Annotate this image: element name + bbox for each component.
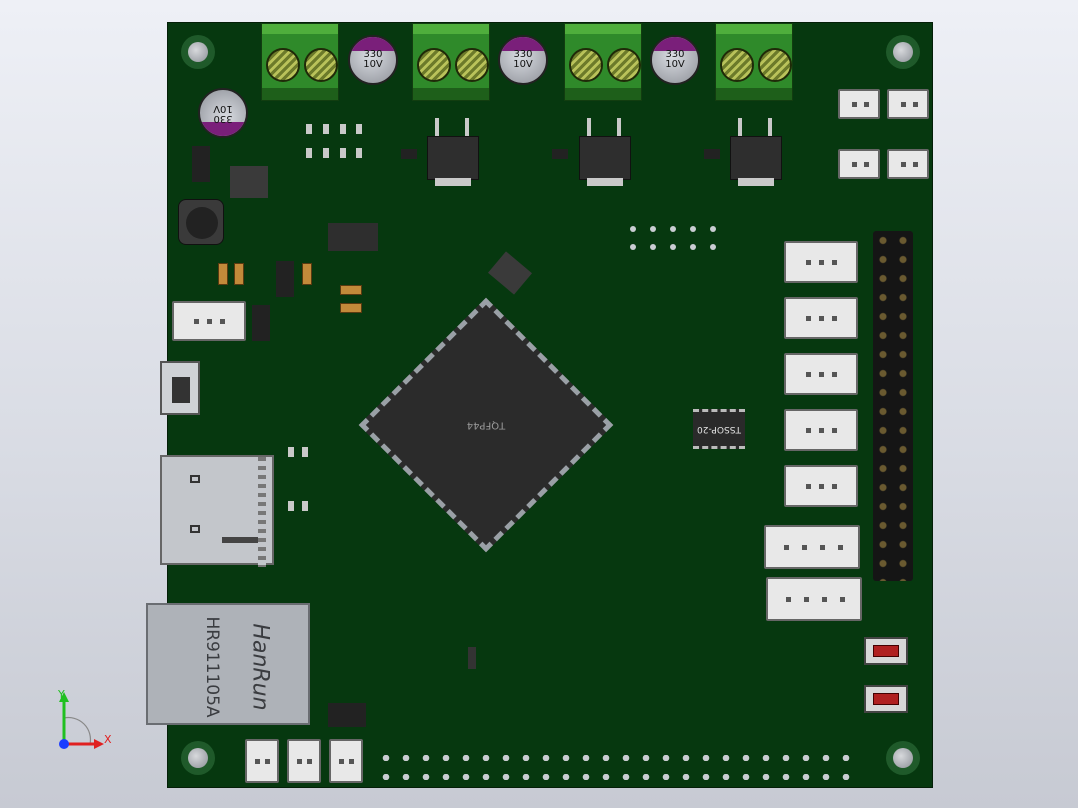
- regulator-3: [730, 118, 782, 188]
- jst-connector-3pin: [784, 409, 858, 451]
- diode: [252, 305, 270, 341]
- pcb-board: 330 10V 330 10V 330 10V 330 10V: [146, 22, 933, 788]
- triad-arc: [63, 716, 92, 745]
- capacitor-tantalum: [234, 263, 244, 285]
- mounting-hole-bottom-left: [181, 741, 215, 775]
- terminal-screw: [569, 48, 603, 82]
- jst-connector-2pin: [838, 149, 880, 179]
- micro-usb-port: [160, 361, 200, 415]
- mounting-hole-bottom-right: [886, 741, 920, 775]
- regulator-1: [427, 118, 479, 188]
- transistor-1: [401, 149, 417, 159]
- jst-connector-2pin: [887, 149, 929, 179]
- screw-terminal-4: [715, 23, 793, 101]
- screw-terminal-2: [412, 23, 490, 101]
- jst-connector-2pin-bottom: [287, 739, 321, 783]
- triad-y-label: Y: [58, 688, 65, 701]
- push-button-1[interactable]: [864, 637, 908, 665]
- screw-terminal-3: [564, 23, 642, 101]
- capacitor-tantalum: [340, 285, 362, 295]
- jst-connector-3pin: [784, 465, 858, 507]
- mounting-hole-top-left: [181, 35, 215, 69]
- capacitor-1: 330 10V: [348, 35, 398, 85]
- inductor: [178, 199, 224, 245]
- mcu-chip: TQFP44: [358, 297, 614, 553]
- jst-connector-4pin: [766, 577, 862, 621]
- jst-connector-3pin: [784, 353, 858, 395]
- diode: [192, 146, 210, 182]
- transistor-3: [704, 149, 720, 159]
- capacitor-tantalum: [340, 303, 362, 313]
- terminal-screw: [758, 48, 792, 82]
- crystal: [487, 251, 533, 295]
- ic-sot23: [328, 703, 366, 727]
- rj45-ethernet-jack: HanRun HR911105A: [146, 603, 310, 725]
- capacitor-2: 330 10V: [498, 35, 548, 85]
- terminal-screw: [455, 48, 489, 82]
- capacitor-tantalum: [302, 263, 312, 285]
- resistor-network: [468, 647, 476, 669]
- jst-connector-2pin-bottom: [245, 739, 279, 783]
- terminal-screw: [304, 48, 338, 82]
- tssop-ic: TSSOP-20: [693, 409, 745, 449]
- diode: [276, 261, 294, 297]
- jst-connector-2pin: [838, 89, 880, 119]
- transistor-2: [552, 149, 568, 159]
- regulator-2: [579, 118, 631, 188]
- jst-connector-4pin: [764, 525, 860, 569]
- terminal-screw: [720, 48, 754, 82]
- voltage-regulator-sot223: [328, 223, 378, 251]
- capacitor-tantalum: [218, 263, 228, 285]
- capacitor-4: 330 10V: [198, 88, 248, 138]
- sd-card-slot: [160, 455, 274, 567]
- terminal-screw: [266, 48, 300, 82]
- terminal-screw: [417, 48, 451, 82]
- ic-small: [230, 166, 268, 198]
- jst-connector-2pin: [887, 89, 929, 119]
- jst-connector-3pin: [784, 241, 858, 283]
- axis-triad: [59, 692, 104, 749]
- jst-connector-3pin: [784, 297, 858, 339]
- bottom-pad-row: [376, 774, 856, 780]
- jst-connector-3pin-left: [172, 301, 246, 341]
- triad-x-label: X: [104, 733, 112, 746]
- mounting-hole-top-right: [886, 35, 920, 69]
- bottom-pad-row: [376, 755, 856, 761]
- pin-header-2x19: [873, 231, 913, 581]
- rj45-part-text: HR911105A: [202, 616, 222, 718]
- rj45-brand-text: HanRun: [247, 623, 273, 711]
- push-button-2[interactable]: [864, 685, 908, 713]
- triad-z-axis: [59, 739, 69, 749]
- terminal-screw: [607, 48, 641, 82]
- capacitor-3: 330 10V: [650, 35, 700, 85]
- mcu-label: TQFP44: [466, 419, 506, 431]
- screw-terminal-1: [261, 23, 339, 101]
- jst-connector-2pin-bottom: [329, 739, 363, 783]
